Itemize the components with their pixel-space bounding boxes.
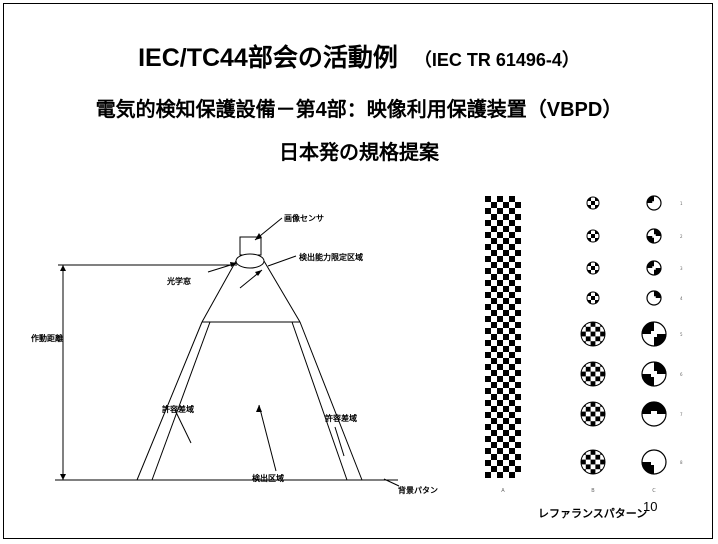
standard-number: （IEC TR 61496-4） xyxy=(413,50,580,70)
row-number: 8 xyxy=(680,460,683,465)
row-number: 2 xyxy=(680,234,683,239)
reference-pattern-figure: 1 2 3 4 5 6 7 8 A B C xyxy=(483,195,683,494)
label-image-sensor: 画像センサ xyxy=(284,214,324,223)
slide-frame xyxy=(3,3,713,539)
row-number: 7 xyxy=(680,412,683,417)
slide-subtitle: 電気的検知保護設備－第4部：映像利用保護装置（VBPD） xyxy=(95,99,623,121)
column-label: B xyxy=(591,488,595,494)
row-number: 1 xyxy=(680,201,683,206)
slide-subtitle-2: 日本発の規格提案 xyxy=(279,142,439,164)
optical-window xyxy=(235,253,265,269)
label-optical-window: 光学窓 xyxy=(167,277,191,286)
reference-pattern-caption: レファランスパターン xyxy=(538,507,648,520)
column-label: C xyxy=(652,488,656,494)
image-sensor-box xyxy=(239,236,262,256)
page-number: 10 xyxy=(643,499,658,514)
label-background-pattern: 背景パタン xyxy=(398,486,438,495)
label-limited-zone: 検出能力限定区域 xyxy=(299,253,363,262)
row-number: 4 xyxy=(680,296,683,301)
label-operating-distance: 作動距離 xyxy=(31,334,63,343)
label-tolerance-right: 許容差域 xyxy=(325,414,357,423)
row-number: 5 xyxy=(680,332,683,337)
row-number: 3 xyxy=(680,266,683,271)
slide-title: IEC/TC44部会の活動例（IEC TR 61496-4） xyxy=(138,44,580,72)
column-label: A xyxy=(501,488,505,494)
label-detection-zone: 検出区域 xyxy=(252,474,284,483)
row-number: 6 xyxy=(680,372,683,377)
label-tolerance-left: 許容差域 xyxy=(162,405,194,414)
